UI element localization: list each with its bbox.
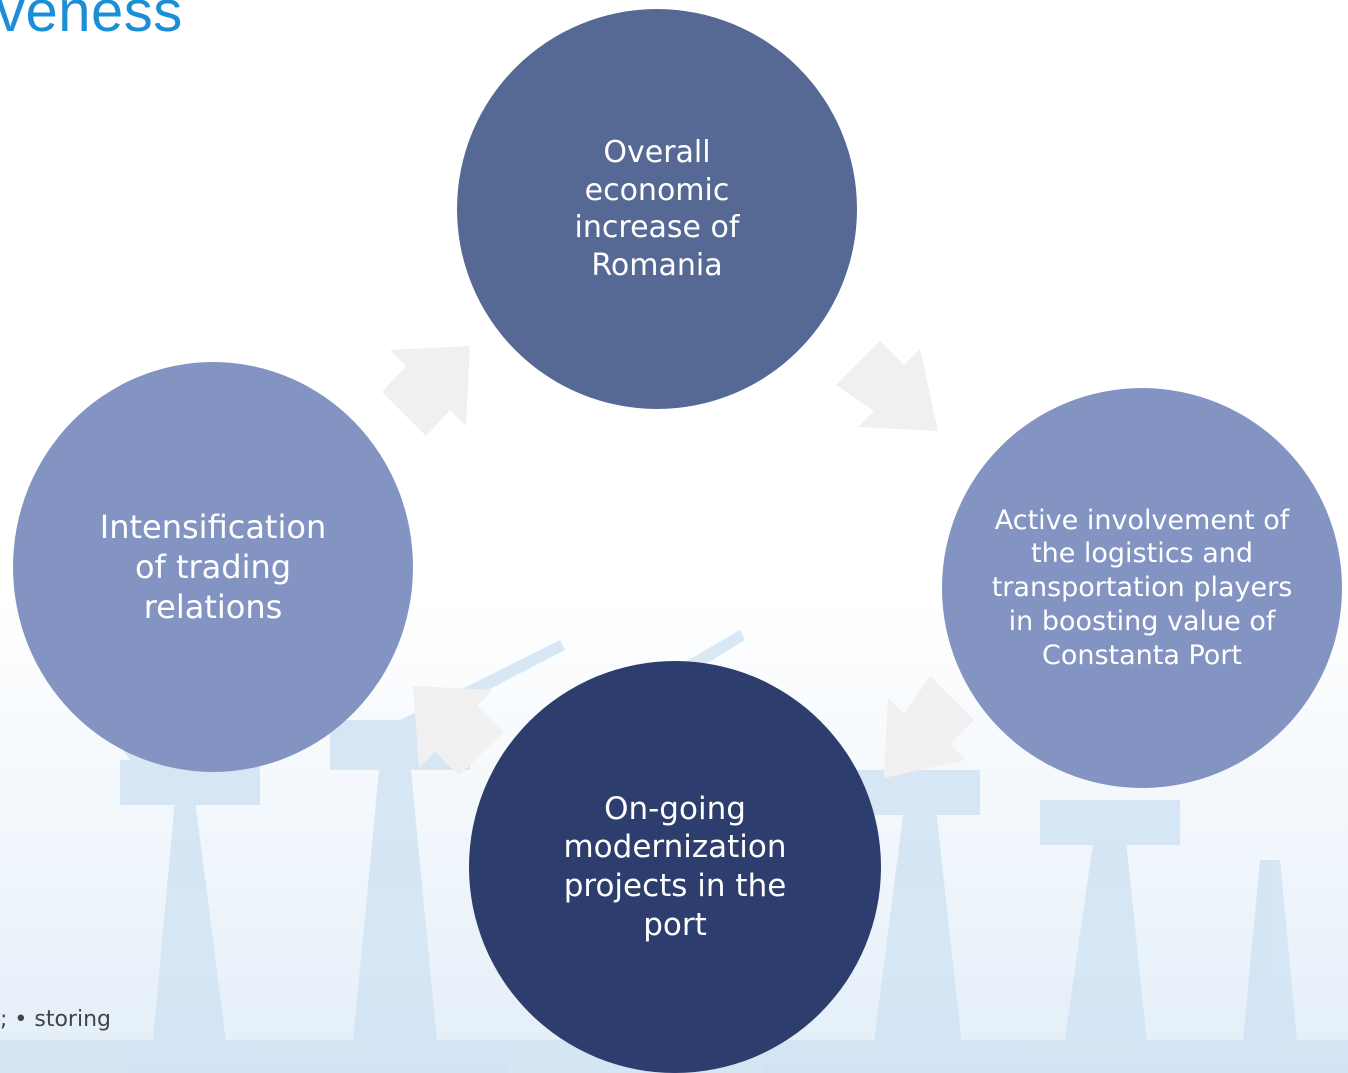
cycle-node-label: On-going modernization projects in the p… [563,790,787,943]
cycle-node-trading-relations: Intensification of trading relations [13,362,413,772]
cycle-node-modernization-projects: On-going modernization projects in the p… [469,661,881,1073]
cycle-node-label: Overall economic increase of Romania [574,135,740,283]
arrow-top-left-to-top [382,346,470,436]
cycle-node-economic-increase: Overall economic increase of Romania [457,9,857,409]
arrow-right-to-bottom [884,676,974,778]
arrow-top-to-right [836,341,938,431]
cycle-node-logistics-involvement: Active involvement of the logistics and … [942,388,1342,788]
cycle-node-label: Active involvement of the logistics and … [991,504,1293,671]
footer-text: ; • storing [0,1007,111,1032]
cycle-node-label: Intensification of trading relations [99,508,327,626]
page-title: veness [0,0,183,44]
arrow-bottom-to-left [413,686,503,776]
